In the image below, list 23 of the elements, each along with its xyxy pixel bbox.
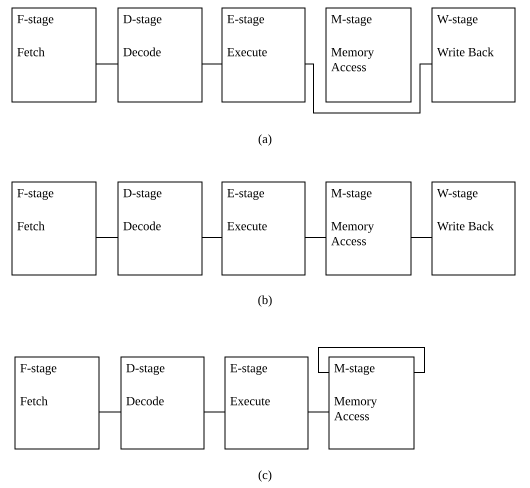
stage-box: M-stage Memory Access [326,8,412,102]
stage-box: F-stage Fetch [14,356,100,450]
stage-box: M-stage Memory Access [328,356,414,450]
connector-line [305,64,432,114]
connector-line [318,347,425,373]
stage-box: D-stage Decode [120,356,204,450]
stage-box: D-stage Decode [118,182,202,276]
subfigure-label: (a) [258,134,272,146]
stage-box: F-stage Fetch [12,8,96,102]
connector-line [305,237,326,238]
stage-box: D-stage Decode [118,8,202,102]
stage-box: M-stage Memory Access [326,182,412,276]
stage-box: F-stage Fetch [12,182,96,276]
subfigure-label: (b) [258,295,272,307]
connector-line [411,237,432,238]
subfigure-label: (c) [258,470,272,482]
stage-box: E-stage Execute [222,8,306,102]
stage-box: W-stage Write Back [432,8,516,102]
stage-box: W-stage Write Back [432,182,516,276]
stage-box: E-stage Execute [224,356,308,450]
stage-box: E-stage Execute [222,182,306,276]
connector-line [96,237,118,238]
connector-line [202,237,222,238]
